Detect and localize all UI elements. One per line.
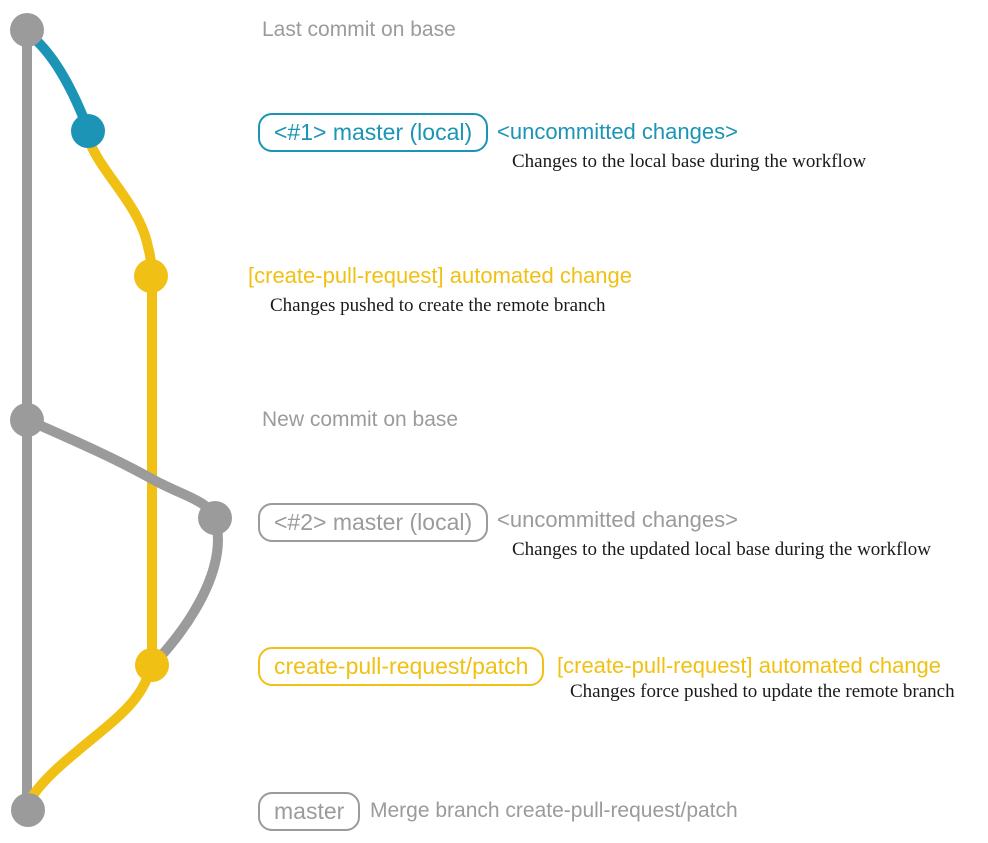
commit-node-merge	[11, 793, 45, 827]
uncommitted-changes-note-2: Changes to the updated local base during…	[512, 539, 931, 560]
automated-change-note-1: Changes pushed to create the remote bran…	[270, 295, 606, 316]
automated-change-title-2: [create-pull-request] automated change	[557, 653, 942, 678]
local-master-2-branch-line	[25, 416, 223, 666]
last-commit-on-base-label: Last commit on base	[262, 18, 456, 41]
local-master-1-branch-line	[23, 28, 91, 129]
commit-node-patch-2	[135, 648, 169, 682]
automated-change-title-1: [create-pull-request] automated change	[248, 263, 633, 288]
branch-badge-create-pull-request-patch: create-pull-request/patch	[258, 647, 545, 686]
merge-branch-label: Merge branch create-pull-request/patch	[370, 799, 738, 822]
commit-node-new-base	[10, 403, 44, 437]
branch-badge-master-local-2: <#2> master (local)	[258, 503, 489, 542]
uncommitted-changes-title-1: <uncommitted changes>	[497, 119, 738, 144]
branch-badge-master-local-1: <#1> master (local)	[258, 113, 489, 152]
new-commit-on-base-label: New commit on base	[262, 408, 459, 431]
automated-change-note-2: Changes force pushed to update the remot…	[570, 681, 955, 702]
commit-node-patch-1	[134, 259, 168, 293]
uncommitted-changes-title-2: <uncommitted changes>	[497, 507, 738, 532]
commit-node-local-2	[198, 501, 232, 535]
uncommitted-changes-note-1: Changes to the local base during the wor…	[512, 151, 867, 172]
commit-node-local-1	[71, 114, 105, 148]
commit-node-last-base	[10, 13, 44, 47]
branch-badge-master: master	[258, 792, 361, 831]
